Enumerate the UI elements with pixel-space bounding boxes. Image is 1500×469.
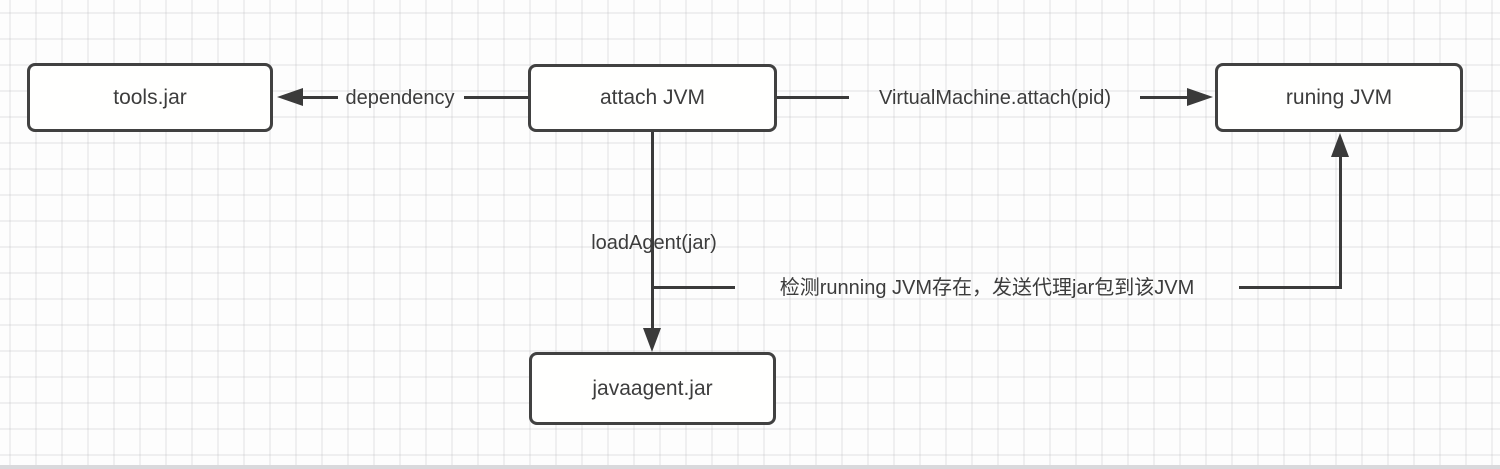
- node-attach-jvm: attach JVM: [528, 64, 777, 132]
- node-attach-jvm-label: attach JVM: [599, 86, 706, 109]
- edge-line-attach-a: [777, 96, 849, 99]
- arrowhead-down-icon: [643, 328, 661, 352]
- node-runing-jvm: runing JVM: [1215, 63, 1463, 132]
- arrowhead-left-icon: [277, 88, 303, 106]
- edge-label-loadagent: loadAgent(jar): [591, 232, 717, 254]
- edge-line-loadagent: [651, 132, 654, 332]
- node-tools-jar-label: tools.jar: [113, 85, 187, 109]
- edge-line-detect-b: [1239, 286, 1342, 289]
- edge-label-dependency: dependency: [345, 87, 455, 109]
- edge-label-attach: VirtualMachine.attach(pid): [879, 87, 1111, 109]
- edge-line-detect-vertical: [1339, 155, 1342, 289]
- arrowhead-up-icon: [1331, 133, 1349, 157]
- edge-line-dependency-a: [301, 96, 338, 99]
- node-javaagent-jar-label: javaagent.jar: [592, 376, 713, 400]
- node-tools-jar: tools.jar: [27, 63, 273, 132]
- edge-line-detect-a: [653, 286, 735, 289]
- edge-line-attach-b: [1140, 96, 1189, 99]
- node-runing-jvm-label: runing JVM: [1285, 85, 1393, 109]
- edge-line-dependency-b: [464, 96, 528, 99]
- arrowhead-right-icon: [1187, 88, 1213, 106]
- edge-label-detect: 检测running JVM存在，发送代理jar包到该JVM: [779, 277, 1195, 299]
- node-javaagent-jar: javaagent.jar: [529, 352, 776, 425]
